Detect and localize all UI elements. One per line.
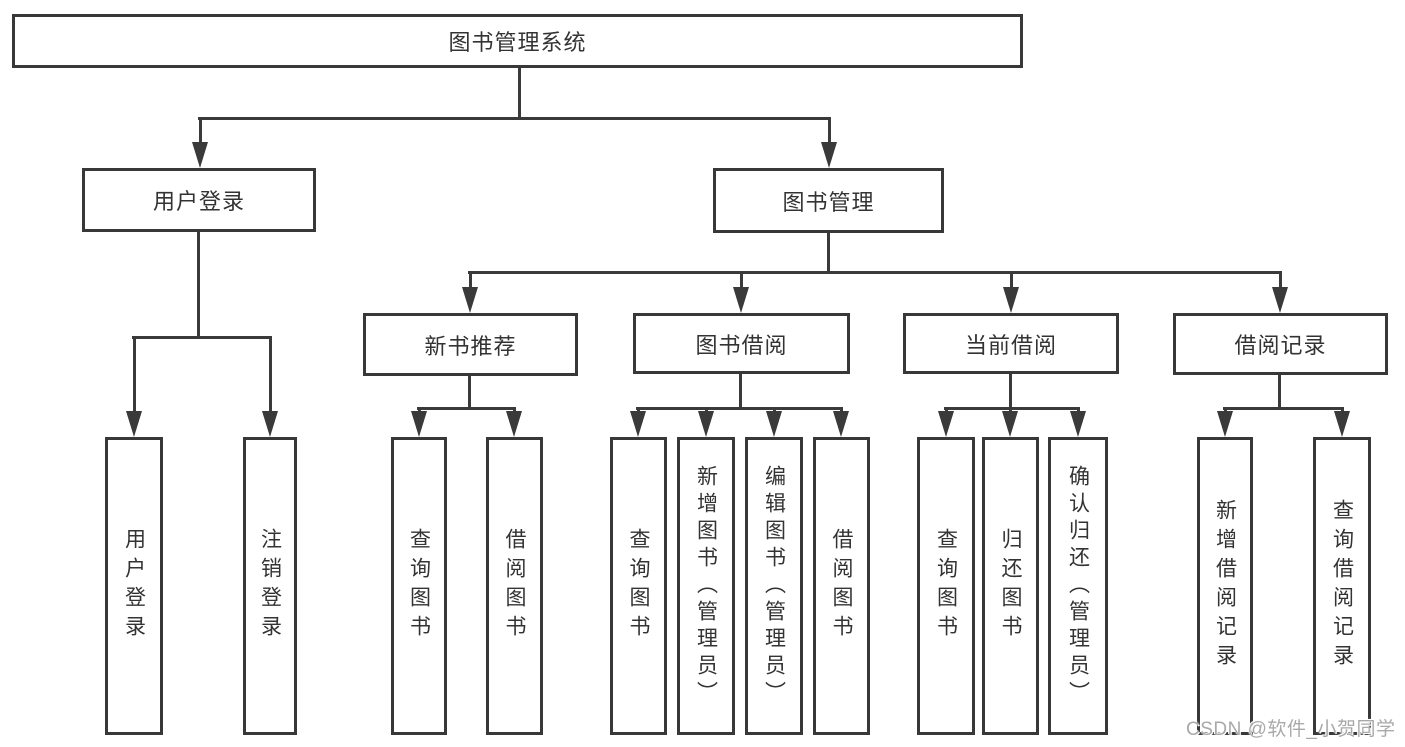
connector-mgmt-stem <box>827 233 830 274</box>
node-book-borrow: 图书借阅 <box>633 313 850 374</box>
leaf-label: 查询图书 <box>627 528 650 644</box>
arrow-down-icon <box>833 408 849 437</box>
node-label: 新书推荐 <box>424 333 517 359</box>
connector-login-stem <box>197 232 200 338</box>
leaf-logout: 注销登录 <box>243 437 297 735</box>
node-root: 图书管理系统 <box>12 14 1023 68</box>
arrow-down-icon <box>462 272 478 313</box>
node-current-borrow: 当前借阅 <box>903 313 1119 374</box>
node-label: 用户登录 <box>152 189 245 214</box>
leaf-label: 新增借阅记录 <box>1213 499 1237 673</box>
arrow-down-icon <box>1003 272 1019 313</box>
leaf-br-query-record: 查询借阅记录 <box>1313 437 1371 735</box>
leaf-bb-borrow-books: 借阅图书 <box>813 437 870 735</box>
leaf-label: 归还图书 <box>999 528 1022 644</box>
arrow-down-icon <box>1272 272 1288 313</box>
leaf-rec-query-books: 查询图书 <box>391 437 447 735</box>
leaf-label: 查询图书 <box>407 528 431 644</box>
node-label: 当前借阅 <box>964 332 1057 358</box>
connector-mgmt-hline <box>468 271 1282 274</box>
arrow-down-icon <box>262 338 278 437</box>
arrow-down-icon <box>1002 408 1018 437</box>
leaf-label: 用户登录 <box>122 528 146 644</box>
arrow-down-icon <box>938 408 954 437</box>
leaf-bb-add-books-admin: 新增图书（管理员） <box>677 437 735 735</box>
leaf-rec-borrow-books: 借阅图书 <box>486 437 543 735</box>
connector-bb-hline <box>636 407 843 410</box>
arrow-down-icon <box>698 408 714 437</box>
leaf-cb-confirm-return-admin: 确认归还（管理员） <box>1048 437 1108 735</box>
leaf-user-login: 用户登录 <box>105 437 163 735</box>
arrow-down-icon <box>126 338 142 437</box>
leaf-label: 注销登录 <box>258 528 282 644</box>
node-new-book-recommend: 新书推荐 <box>363 313 578 376</box>
arrow-down-icon <box>411 408 427 437</box>
arrow-down-icon <box>733 272 749 313</box>
arrow-down-icon <box>821 118 837 168</box>
arrow-down-icon <box>506 408 522 437</box>
connector-bb-stem <box>739 374 742 410</box>
leaf-label: 查询图书 <box>934 528 958 644</box>
node-label: 图书管理系统 <box>448 30 587 55</box>
node-label: 图书借阅 <box>695 332 788 358</box>
connector-root-hline <box>198 117 831 120</box>
arrow-down-icon <box>192 118 208 168</box>
node-book-management: 图书管理 <box>713 168 944 233</box>
connector-cb-hline <box>944 407 1080 410</box>
arrow-down-icon <box>1334 408 1350 437</box>
connector-rec-hline <box>417 407 516 410</box>
leaf-label: 新增图书（管理员） <box>694 464 718 708</box>
leaf-label: 查询借阅记录 <box>1330 499 1354 673</box>
leaf-br-add-record: 新增借阅记录 <box>1197 437 1253 735</box>
connector-br-hline <box>1223 407 1344 410</box>
leaf-label: 编辑图书（管理员） <box>762 464 786 708</box>
node-borrow-records: 借阅记录 <box>1173 313 1388 375</box>
watermark: CSDN @软件_小贺同学 <box>1186 719 1396 740</box>
arrow-down-icon <box>630 408 646 437</box>
leaf-bb-query-books: 查询图书 <box>610 437 667 735</box>
connector-root-stem <box>518 68 521 120</box>
connector-br-stem <box>1278 375 1281 410</box>
arrow-down-icon <box>1070 408 1086 437</box>
node-label: 借阅记录 <box>1234 333 1327 358</box>
connector-cb-stem <box>1009 374 1012 410</box>
arrow-down-icon <box>1217 408 1233 437</box>
leaf-label: 借阅图书 <box>830 528 853 644</box>
connector-login-hline <box>132 336 272 339</box>
node-user-login: 用户登录 <box>82 168 316 232</box>
arrow-down-icon <box>766 408 782 437</box>
leaf-label: 借阅图书 <box>503 528 526 644</box>
leaf-cb-query-books: 查询图书 <box>917 437 975 735</box>
node-label: 图书管理 <box>782 189 875 215</box>
connector-rec-stem <box>468 376 471 410</box>
leaf-cb-return-books: 归还图书 <box>982 437 1039 735</box>
leaf-bb-edit-books-admin: 编辑图书（管理员） <box>745 437 803 735</box>
leaf-label: 确认归还（管理员） <box>1066 464 1090 708</box>
